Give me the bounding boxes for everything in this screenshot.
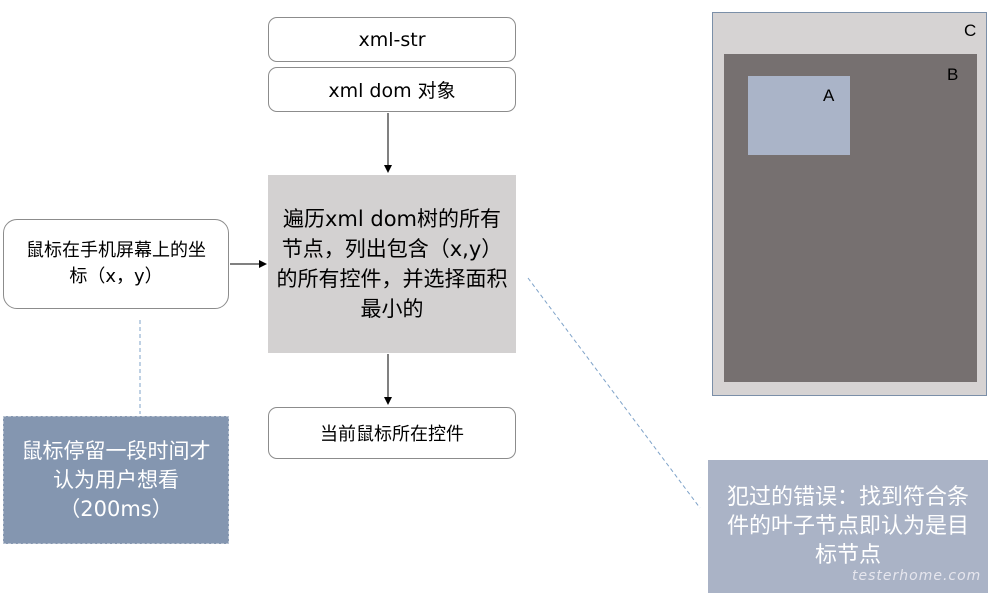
xml-dom-box: xml dom 对象 [268, 67, 516, 112]
mistake-note-text: 犯过的错误：找到符合条件的叶子节点即认为是目标节点 [726, 485, 969, 568]
watermark: testerhome.com [852, 568, 982, 584]
traverse-process-box: 遍历xml dom树的所有节点，列出包含（x,y）的所有控件，并选择面积最小的 [268, 175, 516, 353]
screen-region-a [748, 76, 850, 155]
region-c-label: C [964, 21, 977, 40]
mistake-note: 犯过的错误：找到符合条件的叶子节点即认为是目标节点 [708, 460, 988, 593]
current-control-box: 当前鼠标所在控件 [268, 407, 516, 459]
xml-str-box: xml-str [268, 17, 516, 62]
traverse-process-label: 遍历xml dom树的所有节点，列出包含（x,y）的所有控件，并选择面积最小的 [276, 207, 508, 321]
region-b-label: B [947, 65, 959, 84]
hover-delay-note: 鼠标停留一段时间才认为用户想看（200ms） [3, 416, 229, 544]
xml-dom-label: xml dom 对象 [328, 80, 456, 102]
dashed-link-mistake-note [527, 277, 701, 509]
hover-delay-note-text: 鼠标停留一段时间才认为用户想看（200ms） [21, 438, 211, 521]
mouse-coords-label: 鼠标在手机屏幕上的坐标（x，y） [26, 240, 206, 287]
mouse-coords-box: 鼠标在手机屏幕上的坐标（x，y） [3, 219, 229, 309]
region-a-label: A [823, 86, 835, 105]
current-control-label: 当前鼠标所在控件 [320, 424, 464, 445]
xml-str-label: xml-str [358, 28, 426, 51]
